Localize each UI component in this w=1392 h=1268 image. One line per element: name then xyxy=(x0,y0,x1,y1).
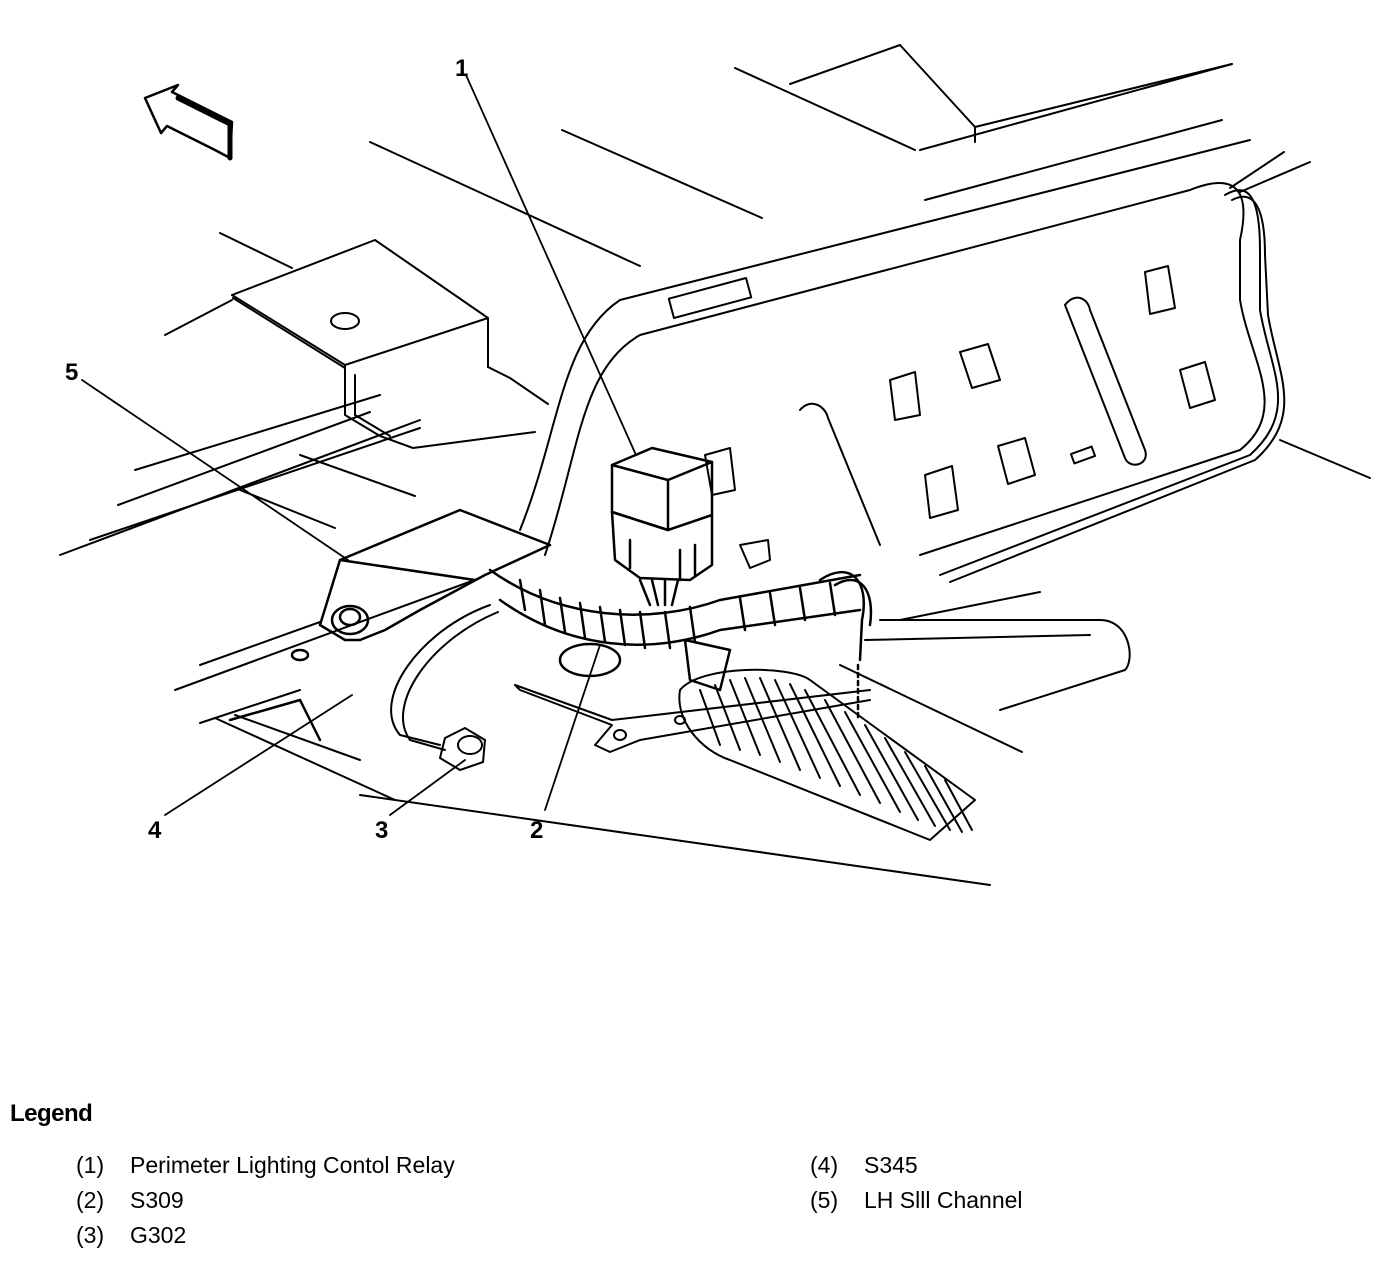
legend-item-3: (3) G302 xyxy=(76,1222,455,1257)
body-panel xyxy=(519,139,1286,711)
legend-item-4: (4) S345 xyxy=(810,1152,1023,1187)
ground-strap xyxy=(514,684,871,753)
legend-label: G302 xyxy=(130,1222,187,1248)
legend-key: (3) xyxy=(76,1222,105,1248)
legend-label: S345 xyxy=(864,1152,918,1178)
callout-1: 1 xyxy=(455,55,468,82)
callout-2: 2 xyxy=(530,817,543,844)
wiring-harness xyxy=(488,568,873,722)
legend-key: (2) xyxy=(76,1187,105,1213)
legend-key: (1) xyxy=(76,1152,105,1178)
legend-item-2: (2) S309 xyxy=(76,1187,455,1222)
callout-3: 3 xyxy=(375,817,388,844)
wiring-diagram: 1 2 3 4 5 xyxy=(59,44,1371,886)
conduit xyxy=(678,668,976,841)
legend-item-1: (1) Perimeter Lighting Contol Relay xyxy=(76,1152,455,1187)
legend-key: (4) xyxy=(810,1152,839,1178)
legend-label: S309 xyxy=(130,1187,184,1213)
sill-channel-bracket xyxy=(228,508,552,742)
perimeter-lighting-relay xyxy=(610,446,714,607)
sill-box xyxy=(231,239,549,449)
forward-arrow-icon xyxy=(143,83,234,161)
legend-item-5: (5) LH Slll Channel xyxy=(810,1187,1023,1222)
legend-label: Perimeter Lighting Contol Relay xyxy=(130,1152,455,1178)
legend-title: Legend xyxy=(10,1100,93,1127)
legend-key: (5) xyxy=(810,1187,839,1213)
callout-4: 4 xyxy=(148,817,162,844)
legend: Legend (1) Perimeter Lighting Contol Rela… xyxy=(10,1100,1380,1262)
callout-5: 5 xyxy=(65,359,78,386)
leader-lines xyxy=(81,74,637,816)
ground-wire xyxy=(390,604,499,771)
floor-panel-lines xyxy=(59,44,1371,886)
legend-label: LH Slll Channel xyxy=(864,1187,1023,1213)
